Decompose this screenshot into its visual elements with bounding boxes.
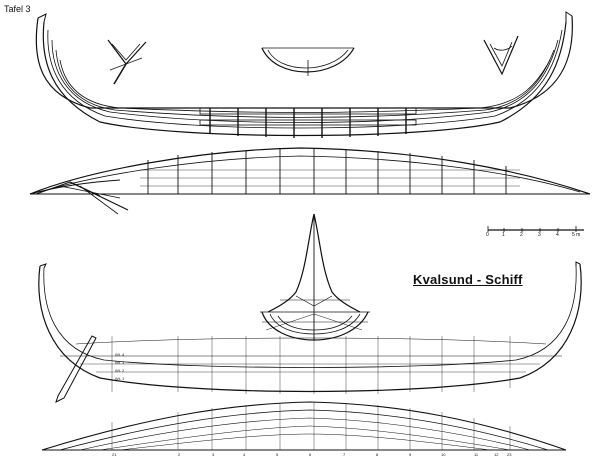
oar-rest-detail-right <box>483 35 519 76</box>
plate-label: Tafel 3 <box>4 4 31 14</box>
scale-tick-label: 1 <box>502 232 505 238</box>
station-number: 8 <box>376 452 379 457</box>
scale-tick-label: 3 <box>538 232 541 238</box>
station-number: 21 <box>112 452 117 457</box>
station-number: 11 <box>474 452 479 457</box>
waterline-label: WL 2 <box>115 368 125 373</box>
midship-section-detail <box>261 47 355 76</box>
station-number: 4 <box>243 452 246 457</box>
side-profile-lines <box>38 261 582 403</box>
half-breadth-plan <box>41 401 567 451</box>
waterline-label: WL 4 <box>115 352 125 357</box>
station-number: 2 <box>178 452 181 457</box>
scale-tick-label: 0 <box>486 232 489 238</box>
station-number: 6 <box>309 452 312 457</box>
station-number: 12 <box>494 452 499 457</box>
side-elevation-strakes <box>35 11 573 138</box>
ship-title: Kvalsund - Schiff <box>413 272 523 287</box>
station-number: 10 <box>441 452 446 457</box>
hull-plan-view <box>29 147 591 215</box>
waterline-label: WL 3 <box>115 360 125 365</box>
scale-tick-label: 2 <box>520 232 523 238</box>
waterline-label: WL 1 <box>115 376 125 381</box>
station-number: 5 <box>276 452 279 457</box>
scale-tick-label: 5 m <box>572 232 581 238</box>
station-number: 23 <box>507 452 512 457</box>
scale-bar <box>487 226 584 232</box>
station-number: 9 <box>409 452 412 457</box>
oar-rest-detail-left <box>107 39 147 85</box>
station-number: 3 <box>212 452 215 457</box>
station-number: 7 <box>343 452 346 457</box>
scale-tick-label: 4 <box>556 232 559 238</box>
body-plan-section <box>260 213 370 341</box>
